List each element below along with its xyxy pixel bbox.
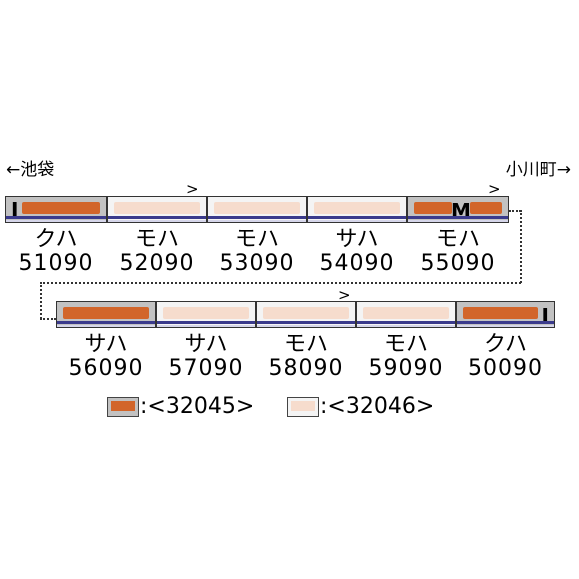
legend-swatch-fill xyxy=(291,401,315,411)
car-number-label: 51090 xyxy=(18,251,94,276)
car-window xyxy=(63,307,149,319)
car-stripe xyxy=(57,321,155,324)
legend-swatch-orange xyxy=(107,397,139,417)
car-saha-54090 xyxy=(307,196,407,223)
car-stripe-light xyxy=(57,325,155,327)
car-type-label: モハ xyxy=(435,227,480,252)
car-stripe-light xyxy=(408,220,508,222)
car-stripe-light xyxy=(357,325,455,327)
car-stripe-light xyxy=(208,220,306,222)
car-window xyxy=(314,202,400,214)
car-type-label: モハ xyxy=(134,227,179,252)
car-kuha-50090: I xyxy=(456,301,555,328)
car-type-label: モハ xyxy=(234,227,279,252)
car-number-label: 58090 xyxy=(268,356,344,381)
car-stripe-light xyxy=(457,325,554,327)
car-stripe xyxy=(6,216,106,219)
car-stripe-light xyxy=(257,325,355,327)
car-window xyxy=(470,202,502,214)
car-moha-53090 xyxy=(207,196,307,223)
car-window xyxy=(22,202,100,214)
car-number-label: 50090 xyxy=(468,356,543,381)
legend-swatch-pink xyxy=(287,397,319,417)
car-window xyxy=(214,202,300,214)
car-saha-56090 xyxy=(56,301,156,328)
coupling-connector xyxy=(40,318,56,320)
chevron-icon: > xyxy=(186,180,199,198)
car-number-label: 55090 xyxy=(420,251,496,276)
car-stripe xyxy=(108,216,206,219)
car-window xyxy=(263,307,349,319)
coupling-connector xyxy=(40,282,42,319)
car-window xyxy=(414,202,452,214)
car-moha-59090 xyxy=(356,301,456,328)
chevron-icon: > xyxy=(488,180,501,198)
car-number-label: 56090 xyxy=(68,356,144,381)
car-window xyxy=(163,307,249,319)
car-stripe xyxy=(208,216,306,219)
car-stripe-light xyxy=(108,220,206,222)
car-type-label: サハ xyxy=(184,332,228,357)
car-stripe-light xyxy=(157,325,255,327)
legend-label-32045: :<32045> xyxy=(140,394,255,419)
car-kuha-51090: I xyxy=(5,196,107,223)
car-end-mark: I xyxy=(541,304,549,328)
car-number-label: 57090 xyxy=(168,356,244,381)
car-stripe-light xyxy=(6,220,106,222)
car-number-label: 59090 xyxy=(368,356,444,381)
car-stripe xyxy=(357,321,455,324)
car-stripe xyxy=(457,321,554,324)
car-type-label: モハ xyxy=(283,332,328,357)
direction-ikebukuro: ←池袋 xyxy=(6,160,55,180)
car-type-label: クハ xyxy=(34,227,78,252)
car-window xyxy=(114,202,200,214)
car-stripe xyxy=(157,321,255,324)
car-stripe xyxy=(408,216,508,219)
car-number-label: 53090 xyxy=(219,251,295,276)
car-moha-52090 xyxy=(107,196,207,223)
direction-ogawamachi: 小川町→ xyxy=(505,160,571,180)
coupling-connector xyxy=(509,210,521,212)
car-stripe xyxy=(308,216,406,219)
car-type-label: クハ xyxy=(484,332,527,357)
car-type-label: サハ xyxy=(335,227,379,252)
coupling-connector xyxy=(40,282,521,284)
legend-label-32046: :<32046> xyxy=(320,394,435,419)
car-number-label: 54090 xyxy=(319,251,395,276)
car-saha-57090 xyxy=(156,301,256,328)
car-stripe xyxy=(257,321,355,324)
coupling-connector xyxy=(520,210,522,283)
car-window xyxy=(363,307,449,319)
car-type-label: サハ xyxy=(84,332,128,357)
car-moha-55090: M xyxy=(407,196,509,223)
car-moha-58090 xyxy=(256,301,356,328)
car-number-label: 52090 xyxy=(119,251,195,276)
car-type-label: モハ xyxy=(383,332,428,357)
car-end-mark: I xyxy=(11,198,19,222)
car-stripe-light xyxy=(308,220,406,222)
legend-swatch-fill xyxy=(111,401,135,411)
chevron-icon: > xyxy=(338,286,351,304)
car-window xyxy=(463,307,538,319)
